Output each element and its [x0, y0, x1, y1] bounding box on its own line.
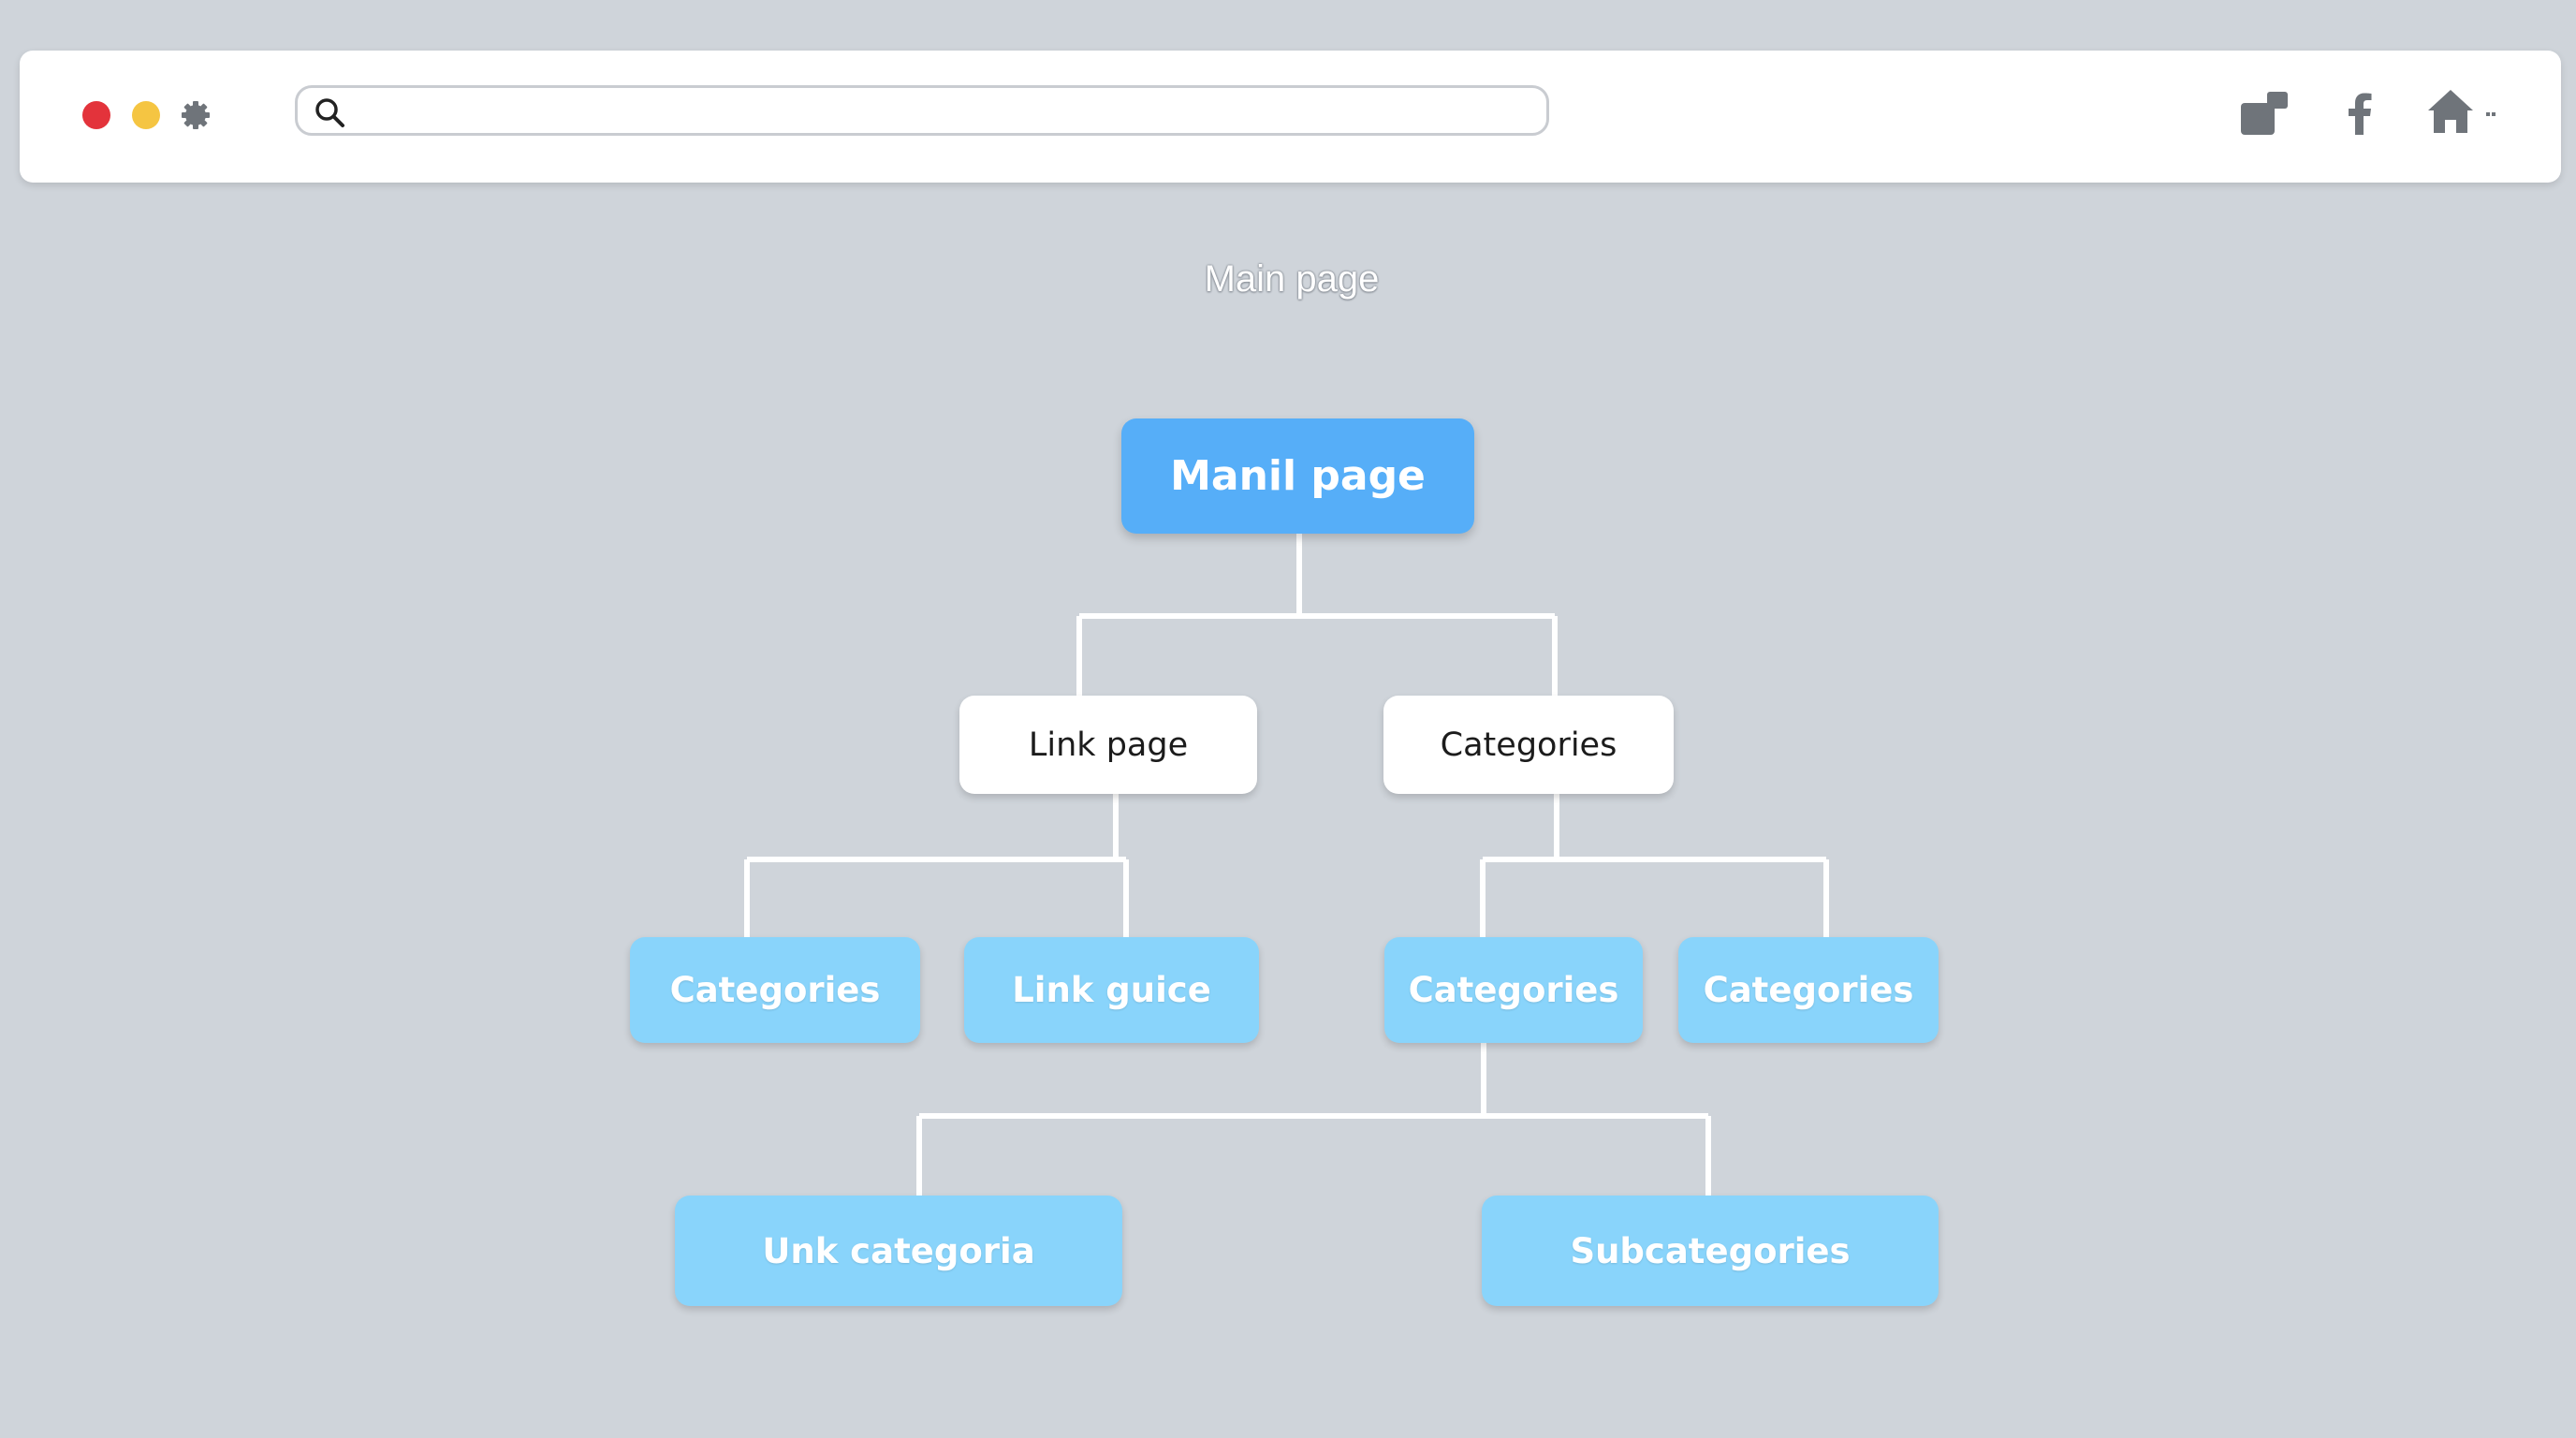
page-title: Main page [1204, 258, 1380, 300]
node-categories-b[interactable]: Categories [1384, 937, 1643, 1043]
search-icon[interactable] [313, 95, 346, 129]
node-root[interactable]: Manil page [1121, 418, 1474, 534]
facebook-icon[interactable] [2346, 92, 2374, 135]
node-categories[interactable]: Categories [1383, 696, 1674, 794]
node-categories-a[interactable]: Categories [630, 937, 920, 1043]
close-window-icon[interactable] [82, 101, 110, 129]
node-categories-c[interactable]: Categories [1678, 937, 1939, 1043]
share-icon[interactable] [2239, 88, 2290, 139]
gear-icon[interactable] [180, 99, 212, 131]
node-link-guice[interactable]: Link guice [964, 937, 1259, 1043]
node-link-page[interactable]: Link page [959, 696, 1257, 794]
node-subcategories[interactable]: Subcategories [1482, 1196, 1939, 1306]
search-input[interactable] [356, 92, 1483, 131]
home-icon[interactable] [2426, 88, 2501, 135]
minimize-window-icon[interactable] [132, 101, 160, 129]
node-unk-categoria[interactable]: Unk categoria [675, 1196, 1122, 1306]
